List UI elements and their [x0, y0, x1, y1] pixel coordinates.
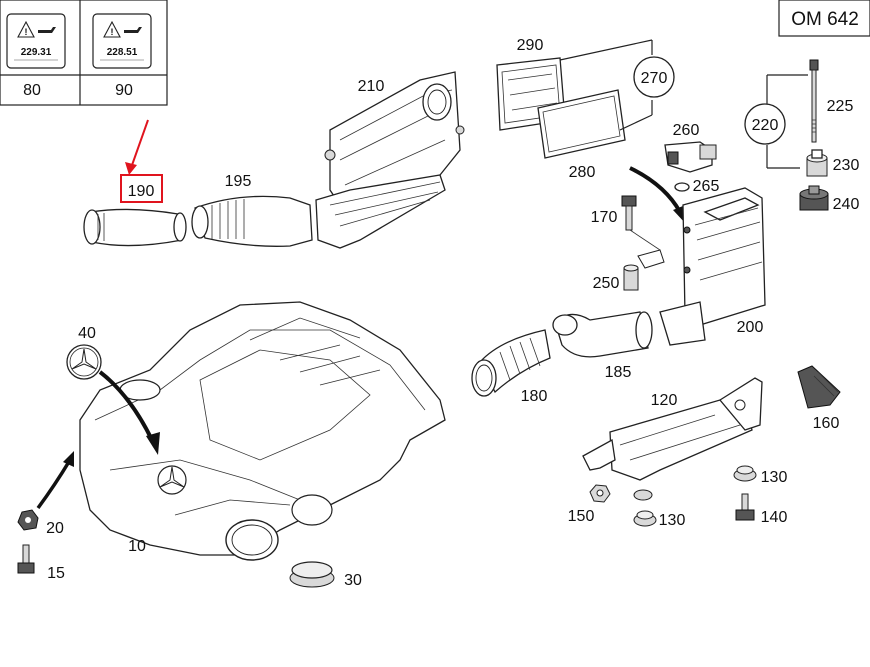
callout-225: 225 [827, 98, 854, 115]
warning-icon [17, 20, 35, 38]
arrow-icon [98, 370, 154, 441]
oil-spec-table: ! 229.31 ! 228.51 80 90 [0, 0, 168, 106]
callout-30: 30 [344, 572, 362, 589]
oil-can-icon [124, 27, 142, 33]
svg-text:229.31: 229.31 [21, 47, 52, 58]
filter-element-280 [537, 89, 626, 159]
callout-170: 170 [591, 209, 618, 226]
rubber-mount-icon [799, 185, 829, 211]
callout-130a: 130 [761, 469, 788, 486]
svg-text:!: ! [25, 27, 28, 37]
callout-15: 15 [47, 565, 65, 582]
callout-10: 10 [128, 538, 146, 555]
bracket-120 [582, 377, 763, 481]
callout-240: 240 [833, 196, 860, 213]
callout-200: 200 [737, 319, 764, 336]
callout-260: 260 [673, 122, 700, 139]
oil-spec-label: 80 [23, 82, 41, 99]
grommet-icon [633, 510, 657, 527]
star-emblem-icon [157, 465, 187, 495]
grommet-icon [633, 489, 653, 501]
engine-code-box: OM 642 [778, 0, 870, 37]
callout-40: 40 [78, 325, 96, 342]
spacer-icon [623, 249, 665, 291]
highlight-box [120, 174, 163, 203]
air-filter-housing-200 [659, 187, 766, 346]
callout-180: 180 [521, 388, 548, 405]
callout-150: 150 [568, 508, 595, 525]
oil-spec-sticker: ! 228.51 [92, 13, 152, 69]
callout-250: 250 [593, 275, 620, 292]
callout-265: 265 [693, 178, 720, 195]
intake-elbow-160 [797, 365, 841, 409]
callout-140: 140 [761, 509, 788, 526]
callout-270: 270 [641, 70, 668, 87]
callout-bracket-220 [744, 74, 808, 169]
plug-icon [289, 561, 335, 588]
oil-can-icon [38, 27, 56, 33]
callout-220: 220 [752, 117, 779, 134]
arrow-icon [629, 166, 682, 213]
engine-code: OM 642 [791, 9, 859, 30]
air-filter-housing-210 [315, 71, 465, 249]
bolt-icon [17, 544, 35, 574]
callout-160: 160 [813, 415, 840, 432]
callout-190: 190 [128, 183, 155, 200]
nut-icon [589, 484, 611, 503]
arrow-icon [36, 459, 72, 510]
highlight-marker [120, 119, 163, 203]
callout-130b: 130 [659, 512, 686, 529]
callout-bracket-270 [559, 39, 675, 131]
hose-190 [83, 208, 187, 247]
grommet-icon [733, 465, 757, 482]
grommet-icon [17, 509, 39, 531]
svg-text:!: ! [111, 27, 114, 37]
engine-cover [79, 301, 446, 561]
bolt-icon [735, 493, 755, 521]
warning-icon [103, 20, 121, 38]
oil-spec-sticker: ! 229.31 [6, 13, 66, 69]
callout-20: 20 [46, 520, 64, 537]
hose-185 [552, 311, 653, 358]
callout-210: 210 [358, 78, 385, 95]
o-ring-icon [674, 182, 690, 192]
callout-230: 230 [833, 157, 860, 174]
svg-text:228.51: 228.51 [107, 47, 138, 58]
callout-290: 290 [517, 37, 544, 54]
sensor-260 [664, 141, 717, 173]
callout-120: 120 [651, 392, 678, 409]
callout-195: 195 [225, 173, 252, 190]
callout-280: 280 [569, 164, 596, 181]
bolt-225 [809, 59, 819, 143]
star-badge-icon [66, 344, 102, 380]
oil-spec-label: 90 [115, 82, 133, 99]
hose-195 [191, 195, 313, 247]
bolt-icon [621, 195, 661, 251]
callout-labels: 190 195 210 290 270 280 260 265 170 250 … [46, 37, 859, 589]
callout-185: 185 [605, 364, 632, 381]
bushing-icon [806, 149, 828, 177]
hose-180 [471, 329, 551, 397]
